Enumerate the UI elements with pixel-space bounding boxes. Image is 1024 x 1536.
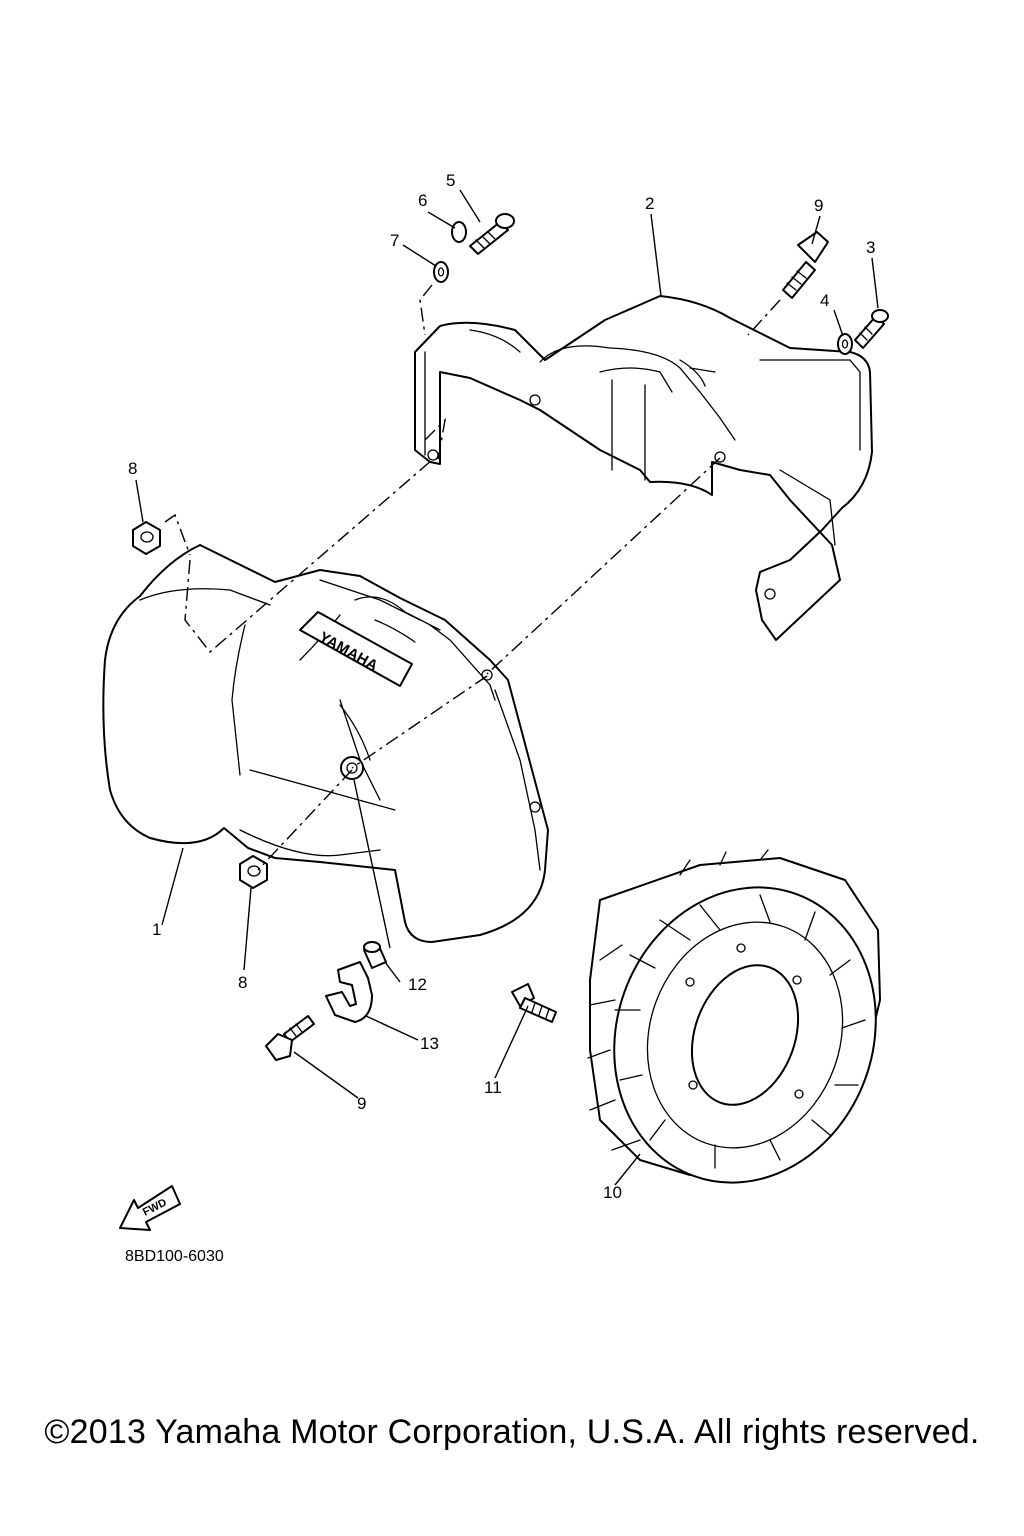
cooling-fan — [587, 849, 881, 1184]
upper-fan-cover — [414, 295, 873, 641]
callout-12: 12 — [408, 975, 427, 994]
callout-6: 6 — [418, 191, 427, 210]
callout-4: 4 — [820, 291, 829, 310]
callout-13: 13 — [420, 1034, 439, 1053]
collar-12 — [363, 941, 387, 969]
nut-8-upper — [132, 521, 161, 555]
nut-8-lower — [239, 855, 268, 889]
callout-11: 11 — [484, 1078, 502, 1097]
lock-washer-6 — [451, 221, 467, 243]
callout-8-upper: 8 — [128, 459, 137, 478]
diagram-code: 8BD100-6030 — [125, 1248, 224, 1265]
callout-8-lower: 8 — [238, 973, 247, 992]
yamaha-logo-plate — [299, 611, 413, 687]
screw-3 — [854, 309, 889, 349]
callout-2: 2 — [645, 194, 654, 213]
bolt-11 — [511, 983, 557, 1023]
washer-7 — [433, 261, 449, 283]
copyright-notice: ©2013 Yamaha Motor Corporation, U.S.A. A… — [44, 1413, 980, 1451]
washer-4 — [837, 333, 853, 355]
hardware — [132, 213, 889, 1061]
main-fan-shroud: YAMAHA — [102, 544, 549, 943]
bolt-9-upper — [782, 231, 829, 299]
fwd-arrow-icon: FWD — [119, 1185, 181, 1231]
screw-5 — [469, 213, 515, 255]
callout-10: 10 — [603, 1183, 622, 1202]
leader-lines — [135, 189, 879, 1186]
callout-9-lower: 9 — [357, 1094, 366, 1113]
assembly-lines — [164, 284, 781, 871]
callout-1: 1 — [152, 920, 161, 939]
callout-3: 3 — [866, 238, 875, 257]
callout-7: 7 — [390, 231, 399, 250]
bolt-9-lower — [265, 1015, 315, 1061]
callout-labels: 5 6 7 2 9 3 4 8 1 8 12 13 9 11 10 — [128, 171, 875, 1202]
callout-5: 5 — [446, 171, 455, 190]
callout-9-upper: 9 — [814, 196, 823, 215]
clip-13 — [325, 961, 373, 1023]
